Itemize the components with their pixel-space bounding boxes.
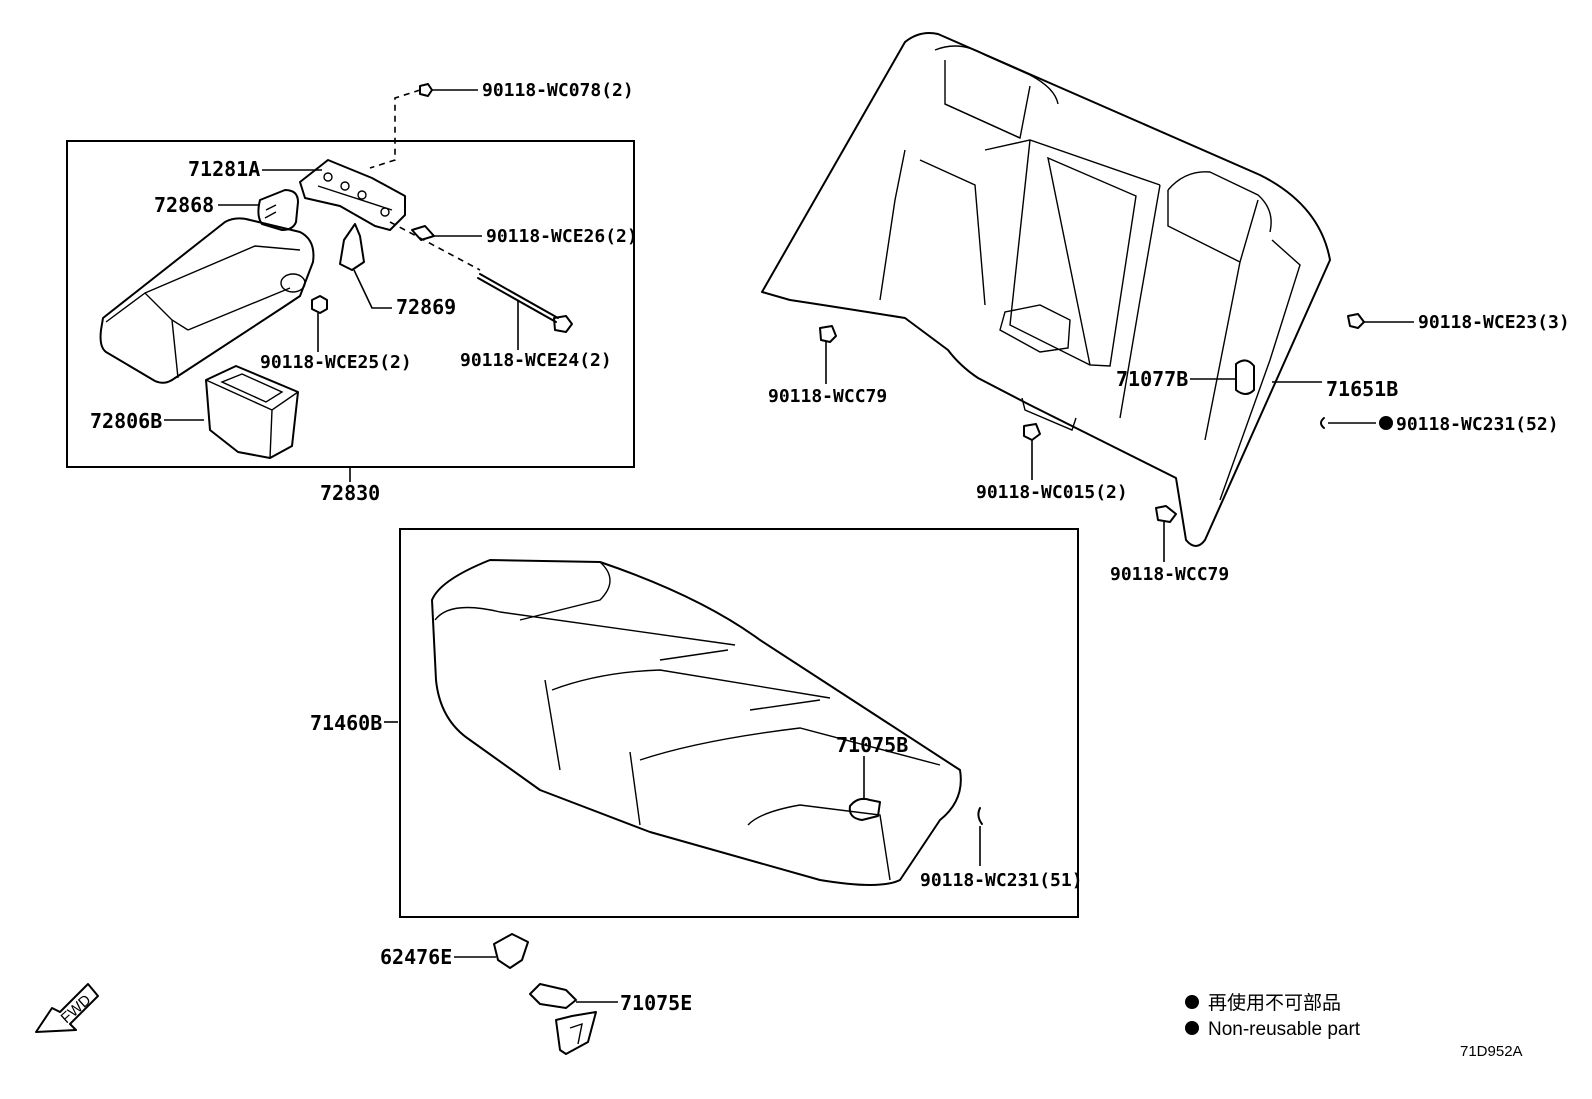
label-71281a: 71281A [188, 157, 260, 181]
nut-wce25-drawing [311, 295, 328, 314]
clip-wc078-drawing [419, 83, 433, 97]
assembly-line-b [389, 221, 481, 271]
fastener-wc015-drawing [1023, 423, 1041, 441]
fastener-wcc79-a-drawing [819, 325, 837, 343]
leader-72869 [353, 269, 392, 309]
guide-71075b-drawing [848, 797, 881, 821]
label-90118-wc078: 90118-WC078(2) [482, 80, 634, 101]
label-71075e: 71075E [620, 991, 692, 1015]
label-90118-wc231-52: 90118-WC231(52) [1396, 414, 1559, 435]
hogring-wc231-51-drawing [977, 807, 983, 825]
legend-japanese: 再使用不可部品 [1208, 992, 1341, 1014]
clip-wce23-drawing [1347, 313, 1365, 329]
legend-bullet-jp [1185, 995, 1199, 1009]
bracket-71075e-drawing [529, 983, 597, 1055]
label-90118-wce23: 90118-WCE23(3) [1418, 312, 1570, 333]
legend-english: Non-reusable part [1208, 1019, 1361, 1040]
label-72869: 72869 [396, 295, 456, 319]
label-71077b: 71077B [1116, 367, 1188, 391]
cap-72868-drawing [257, 189, 299, 231]
diagram-reference-code: 71D952A [1460, 1043, 1523, 1060]
hook-62476e-drawing [493, 933, 529, 969]
fwd-arrow-icon: FWD [35, 983, 99, 1033]
bracket-71281a-drawing [299, 159, 406, 231]
armrest-part-drawing [99, 217, 315, 384]
label-72806b: 72806B [90, 409, 162, 433]
legend: 再使用不可部品 Non-reusable part [1185, 992, 1361, 1040]
label-90118-wcc79-a: 90118-WCC79 [768, 386, 887, 407]
bushing-drawing [411, 225, 435, 241]
label-90118-wce24: 90118-WCE24(2) [460, 350, 612, 371]
assembly-line-a [369, 89, 421, 169]
label-90118-wcc79-b: 90118-WCC79 [1110, 564, 1229, 585]
legend-bullet-en [1185, 1021, 1199, 1035]
label-90118-wc231-51: 90118-WC231(51) [920, 870, 1083, 891]
cover-72869-drawing [339, 223, 365, 271]
fwd-arrow-label: FWD [58, 991, 95, 1027]
label-90118-wce26: 90118-WCE26(2) [486, 226, 638, 247]
label-71075b: 71075B [836, 733, 908, 757]
non-reusable-mark-wc231-52 [1379, 416, 1393, 430]
cupholder-72806b-drawing [205, 365, 299, 459]
cap-72868-detail [264, 204, 277, 219]
label-71460b: 71460B [310, 711, 382, 735]
fastener-wcc79-b-drawing [1155, 505, 1177, 523]
label-90118-wce25: 90118-WCE25(2) [260, 352, 412, 373]
guide-71077b-drawing [1235, 359, 1255, 395]
label-72830: 72830 [320, 481, 380, 505]
bolt-wce24-drawing [477, 273, 573, 333]
seatback-part-drawing [761, 32, 1331, 547]
label-62476e: 62476E [380, 945, 452, 969]
seat-cushion-frame [399, 528, 1079, 918]
seat-cushion-part-drawing [431, 559, 962, 886]
label-90118-wc015: 90118-WC015(2) [976, 482, 1128, 503]
hogring-wc231-52-drawing [1320, 417, 1325, 429]
label-71651b: 71651B [1326, 377, 1398, 401]
label-72868: 72868 [154, 193, 214, 217]
